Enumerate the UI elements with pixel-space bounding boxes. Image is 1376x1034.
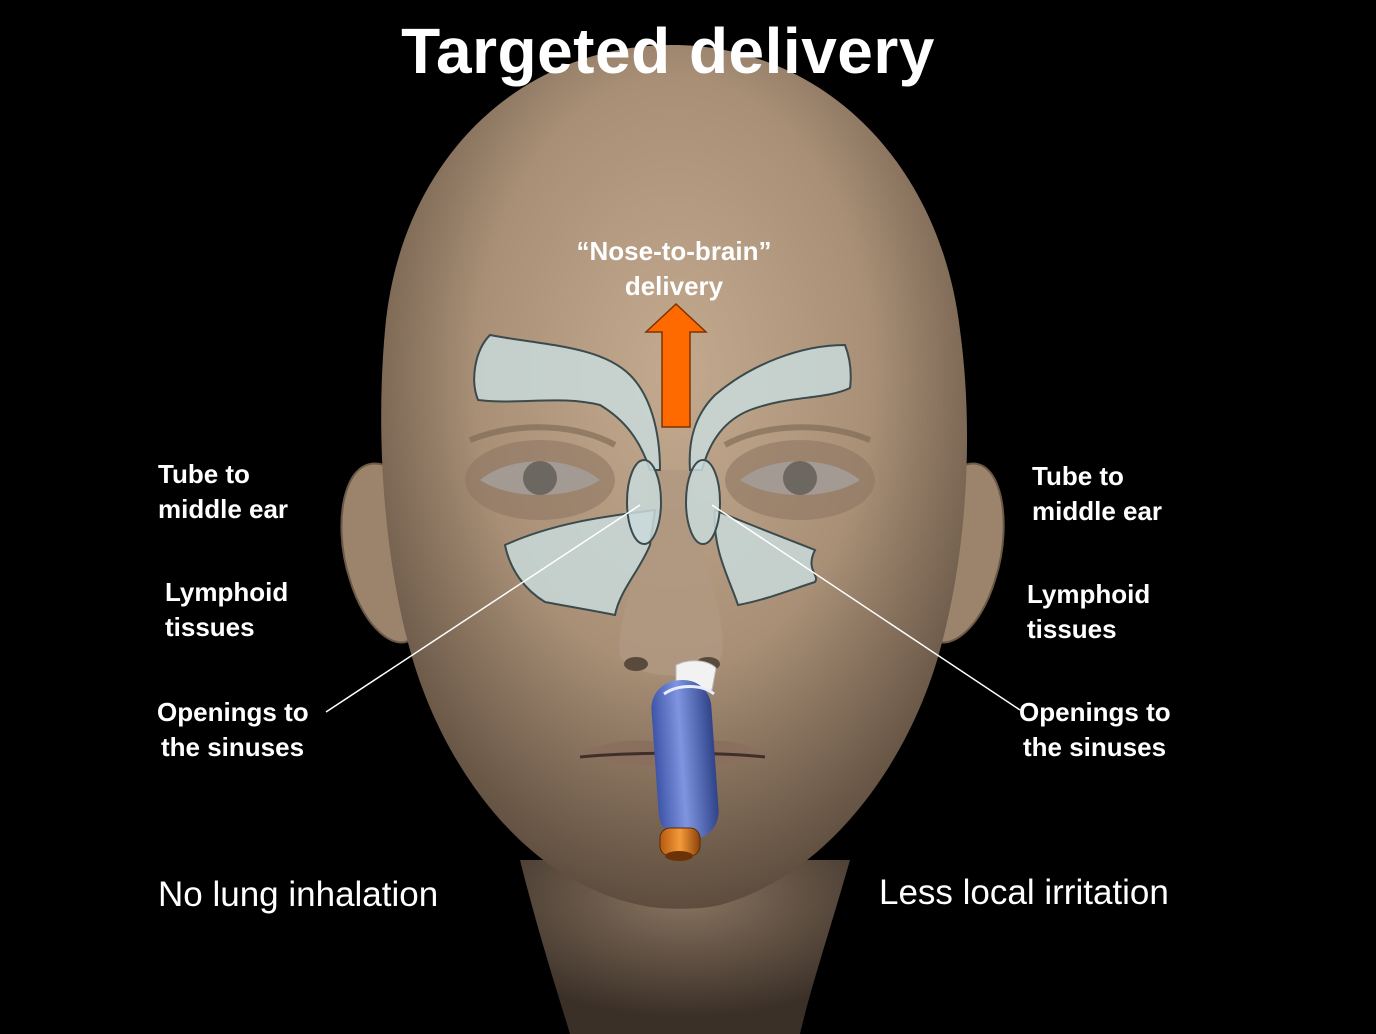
nose-to-brain-line-2: delivery	[624, 271, 724, 301]
left-openings-line-1: Openings to	[157, 697, 309, 727]
right-openings-line-1: Openings to	[1019, 697, 1171, 727]
right-frontal-sinus	[688, 343, 852, 471]
left-pointer-line	[325, 504, 641, 713]
neck	[520, 860, 850, 1034]
right-tube-label: Tube to middle ear	[1032, 459, 1162, 529]
left-maxillary-sinus	[503, 508, 657, 617]
right-lymphoid-line-2: tissues	[1027, 614, 1117, 644]
left-sinus-opening	[626, 459, 662, 545]
left-bottom-caption: No lung inhalation	[158, 875, 439, 914]
left-tube-line-1: Tube to	[158, 459, 250, 489]
nose-to-brain-label: “Nose-to-brain” delivery	[558, 234, 790, 304]
right-lymphoid-label: Lymphoid tissues	[1027, 577, 1150, 647]
left-lymphoid-line-2: tissues	[165, 612, 255, 642]
left-openings-label: Openings to the sinuses	[157, 695, 309, 765]
right-sinus-opening	[685, 459, 721, 545]
up-arrow-icon	[644, 302, 708, 428]
right-openings-label: Openings to the sinuses	[1019, 695, 1171, 765]
left-tube-line-2: middle ear	[158, 494, 289, 524]
right-tube-line-2: middle ear	[1032, 496, 1163, 526]
slide-title: Targeted delivery	[401, 15, 935, 87]
left-lymphoid-line-1: Lymphoid	[165, 577, 289, 607]
right-lymphoid-line-1: Lymphoid	[1027, 579, 1151, 609]
right-openings-line-2: the sinuses	[1023, 732, 1167, 762]
nasal-spray-device-icon	[651, 660, 719, 861]
right-tube-line-1: Tube to	[1032, 461, 1124, 491]
sinus-overlay	[473, 333, 852, 617]
left-openings-line-2: the sinuses	[161, 732, 305, 762]
right-pointer-line	[711, 504, 1021, 711]
left-tube-label: Tube to middle ear	[158, 457, 288, 527]
left-frontal-sinus	[473, 333, 662, 471]
right-bottom-caption: Less local irritation	[879, 873, 1169, 912]
left-lymphoid-label: Lymphoid tissues	[165, 575, 288, 645]
right-maxillary-sinus	[713, 508, 818, 607]
nose-to-brain-line-1: “Nose-to-brain”	[576, 236, 772, 266]
